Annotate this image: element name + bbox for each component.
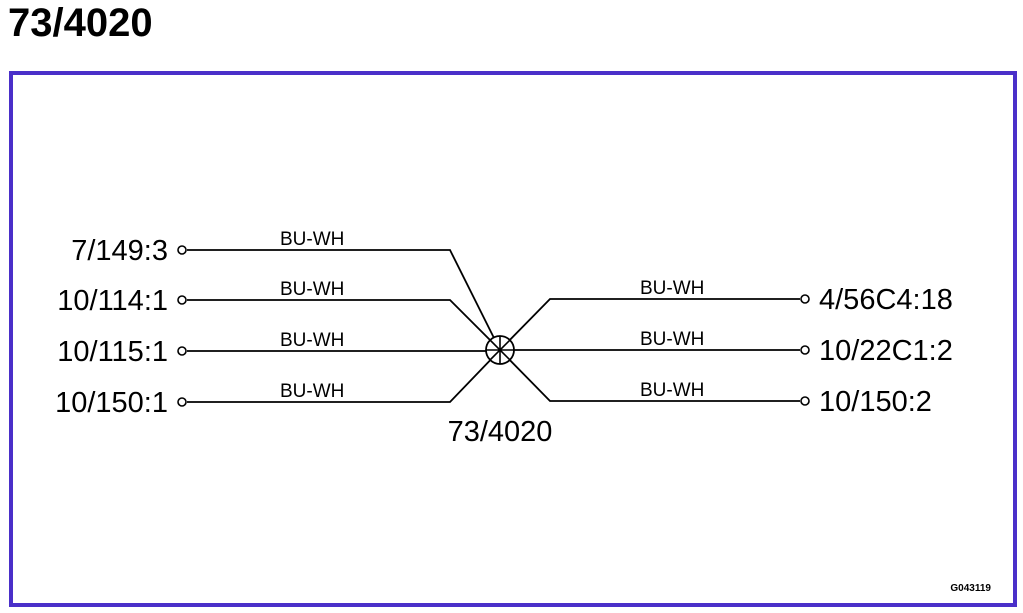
terminal-label: 7/149:3: [71, 235, 168, 267]
splice-label: 73/4020: [448, 416, 553, 448]
terminal-label: 10/115:1: [57, 336, 168, 368]
splice-icon: [485, 335, 515, 365]
figure-id: G043119: [950, 583, 991, 594]
terminal-icon: [177, 245, 187, 255]
wire-color-label: BU-WH: [280, 279, 344, 300]
terminal-label: 10/150:1: [55, 387, 168, 419]
terminal-icon: [800, 294, 810, 304]
left-wire-4: 10/150:1 BU-WH: [55, 349, 501, 419]
terminal-icon: [177, 295, 187, 305]
wire-color-label: BU-WH: [640, 329, 704, 350]
terminal-icon: [800, 345, 810, 355]
right-wire-2: 10/22C1:2 BU-WH: [500, 329, 953, 367]
wire-color-label: BU-WH: [640, 380, 704, 401]
terminal-label: 10/114:1: [57, 285, 168, 317]
left-wire-1: 7/149:3 BU-WH: [71, 229, 501, 351]
terminal-label: 10/22C1:2: [819, 335, 953, 367]
left-wire-3: 10/115:1 BU-WH: [57, 330, 500, 368]
wire-color-label: BU-WH: [280, 330, 344, 351]
terminal-icon: [177, 346, 187, 356]
terminal-label: 10/150:2: [819, 386, 932, 418]
right-wire-1: 4/56C4:18 BU-WH: [499, 278, 953, 351]
page-title: 73/4020: [8, 1, 153, 45]
left-wire-2: 10/114:1 BU-WH: [57, 279, 501, 351]
right-wire-3: 10/150:2 BU-WH: [499, 349, 932, 418]
wire-color-label: BU-WH: [640, 278, 704, 299]
terminal-label: 4/56C4:18: [819, 284, 953, 316]
wire-color-label: BU-WH: [280, 229, 344, 250]
diagram-frame: [9, 71, 1017, 607]
wire-color-label: BU-WH: [280, 381, 344, 402]
terminal-icon: [177, 397, 187, 407]
terminal-icon: [800, 396, 810, 406]
